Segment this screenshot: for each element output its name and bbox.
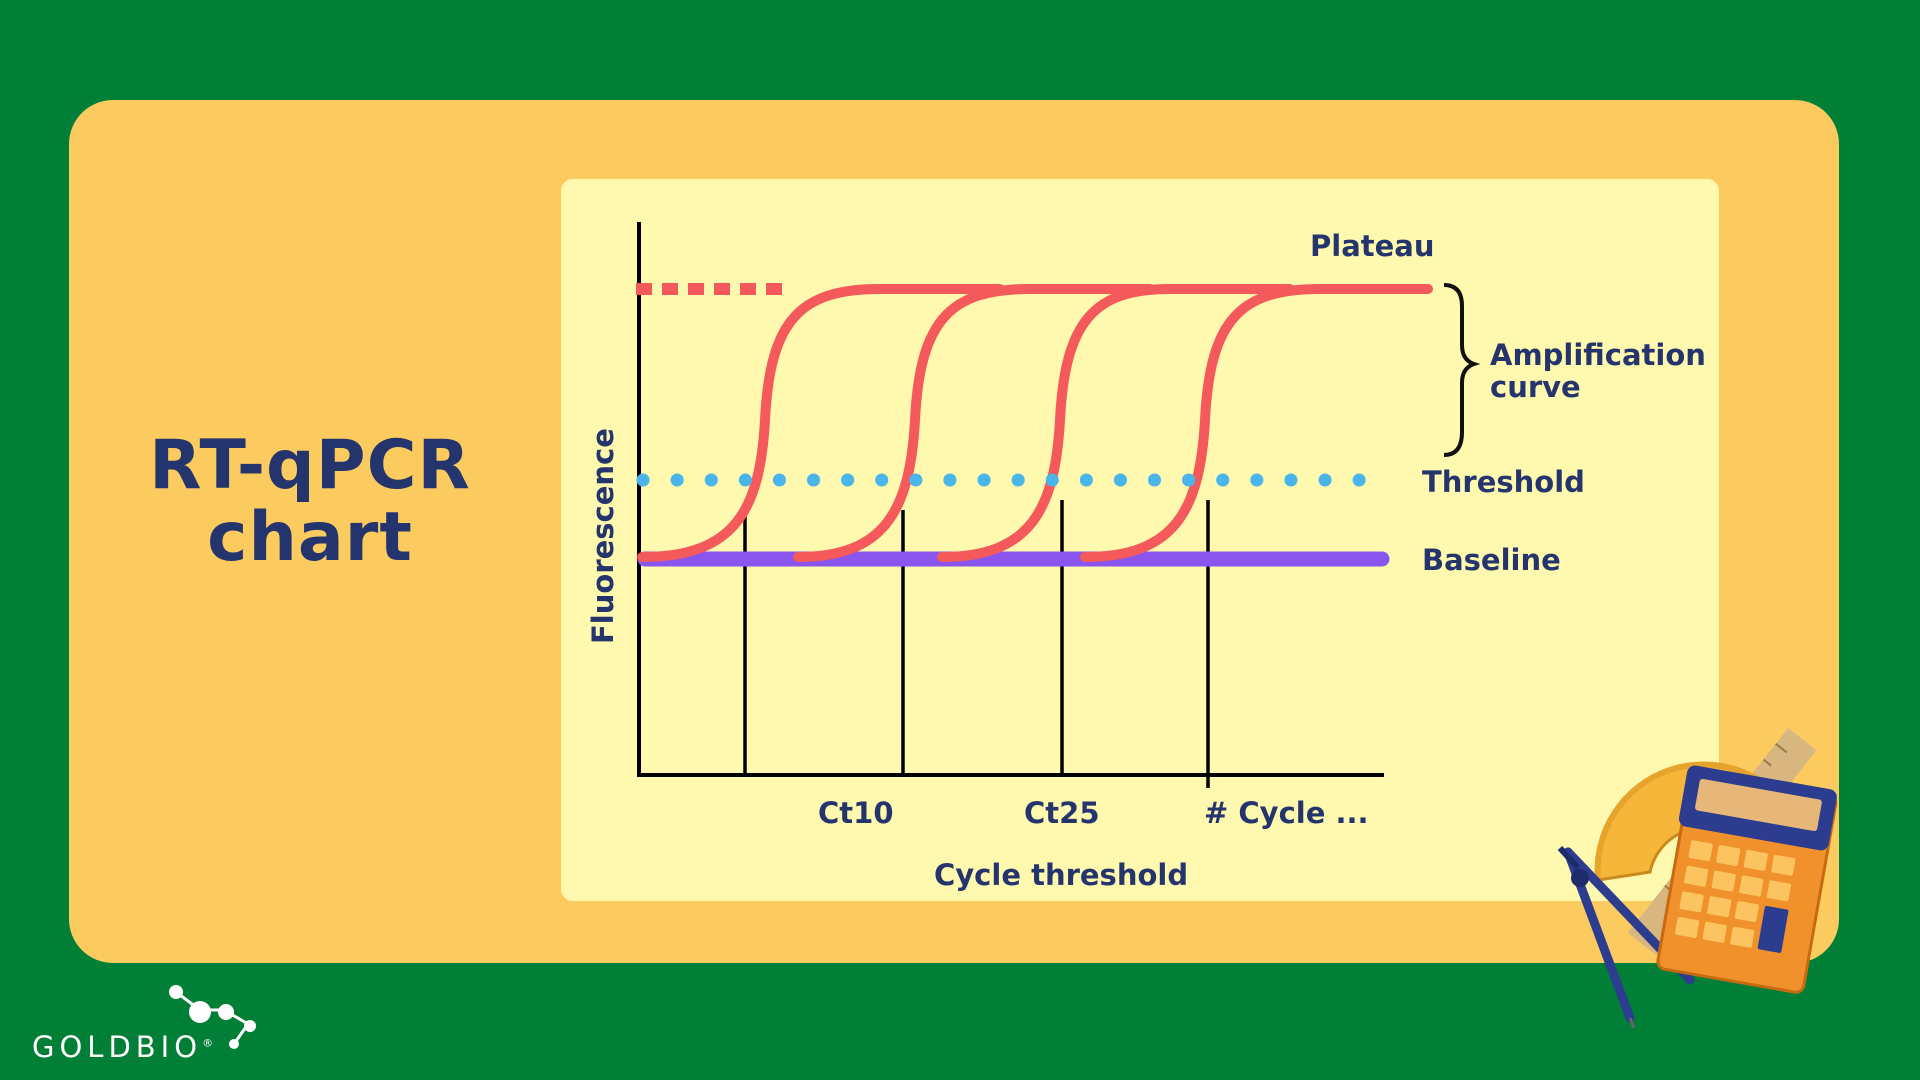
amplification-label-line-1: Amplification bbox=[1490, 338, 1706, 372]
title-line-2: chart bbox=[207, 498, 413, 577]
curly-brace-icon bbox=[1443, 283, 1481, 457]
calculator-icon bbox=[1656, 765, 1838, 994]
amplification-curve-4 bbox=[1080, 284, 1433, 562]
molecule-logo-icon bbox=[169, 985, 256, 1049]
amplification-label-line-2: curve bbox=[1490, 370, 1581, 404]
title-line-1: RT-qPCR bbox=[149, 426, 471, 505]
logo-registered-mark: ® bbox=[202, 1036, 214, 1050]
amplification-curve-1 bbox=[637, 284, 1005, 562]
page-title: RT-qPCR chart bbox=[120, 430, 500, 574]
tick-label-cycle: # Cycle ... bbox=[1204, 796, 1369, 830]
x-axis-label: Cycle threshold bbox=[934, 858, 1188, 892]
baseline-label: Baseline bbox=[1422, 543, 1561, 577]
logo-wordmark: GOLDBIO bbox=[32, 1030, 203, 1064]
amplification-curve-3 bbox=[937, 284, 1295, 562]
tick-label-ct25: Ct25 bbox=[1024, 796, 1100, 830]
amplification-curve-2 bbox=[793, 284, 1155, 562]
goldbio-logo-text: GOLDBIO® bbox=[32, 1030, 213, 1064]
amplification-curves bbox=[637, 284, 1433, 562]
threshold-label: Threshold bbox=[1422, 465, 1585, 499]
y-axis-label: Fluorescence bbox=[586, 428, 620, 644]
stationery-illustration bbox=[1557, 728, 1838, 1029]
chart-panel bbox=[561, 179, 1719, 901]
tick-label-ct10: Ct10 bbox=[818, 796, 894, 830]
plateau-label: Plateau bbox=[1310, 229, 1435, 263]
